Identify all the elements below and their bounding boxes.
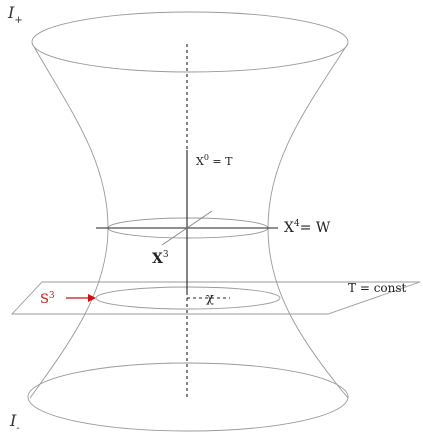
s3-label: S3: [40, 291, 55, 307]
x3-axis: [161, 210, 213, 246]
i-plus-label: I+: [7, 3, 23, 26]
s3-arrow-head: [88, 294, 96, 302]
t-const-label: T = const: [348, 281, 407, 295]
constant-time-plane: [10, 281, 421, 315]
x3-label: X3: [152, 250, 169, 267]
hyperboloid-left-side: [29, 44, 109, 399]
i-minus-label: I-: [9, 411, 20, 434]
x0-label: X0 = T: [196, 153, 233, 168]
chi-label: χ: [206, 291, 214, 306]
x4-label: X4= W: [284, 219, 331, 236]
bottom-ellipse: [27, 362, 349, 432]
top-ellipse: [31, 11, 349, 73]
